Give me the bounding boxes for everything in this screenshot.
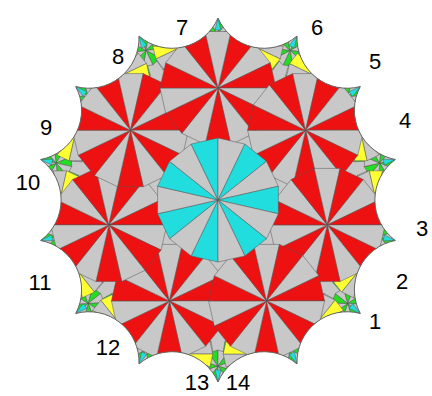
yellow-fan bbox=[176, 17, 189, 46]
callout-number: 5 bbox=[369, 51, 381, 73]
yellow-fan bbox=[290, 53, 317, 77]
red-fan bbox=[133, 301, 169, 358]
yellow-fan bbox=[376, 171, 395, 200]
yellow-fan bbox=[253, 354, 280, 378]
yellow-fan bbox=[360, 102, 379, 131]
yellow-fan bbox=[57, 269, 76, 298]
callout-number: 1 bbox=[369, 311, 381, 333]
red-fan bbox=[72, 130, 130, 155]
callout-number: 12 bbox=[96, 337, 120, 359]
red-fan bbox=[205, 32, 231, 89]
yellow-fan bbox=[298, 47, 317, 76]
ground bbox=[31, 13, 405, 387]
callout-number: 4 bbox=[399, 110, 411, 132]
yellow-fan bbox=[360, 269, 387, 292]
callout-number: 7 bbox=[176, 17, 188, 39]
yellow-fan bbox=[317, 64, 347, 77]
yellow-fan bbox=[247, 17, 260, 46]
cusp-spike bbox=[215, 18, 221, 30]
yellow-fan bbox=[49, 269, 76, 292]
callout-number: 11 bbox=[29, 272, 52, 294]
callout-number: 3 bbox=[416, 218, 428, 240]
yellow-fan bbox=[153, 354, 183, 367]
yellow-fan bbox=[253, 33, 283, 46]
red-fan bbox=[160, 88, 218, 113]
yellow-fan bbox=[360, 269, 379, 298]
yellow-fan bbox=[317, 324, 344, 348]
callout-number: 13 bbox=[185, 372, 209, 394]
callout-number: 8 bbox=[112, 46, 124, 68]
yellow-fan bbox=[253, 354, 272, 383]
yellow-fan bbox=[310, 324, 323, 353]
yellow-fan bbox=[376, 200, 403, 224]
red-fan bbox=[267, 301, 303, 358]
yellow-fan bbox=[310, 47, 323, 76]
cusp-spike bbox=[215, 370, 221, 382]
yellow-fan bbox=[253, 23, 280, 47]
red-fan bbox=[327, 225, 385, 250]
callout-number: 14 bbox=[226, 372, 250, 394]
red-fan bbox=[51, 225, 109, 250]
yellow-fan bbox=[90, 324, 120, 337]
yellow-fan bbox=[376, 200, 406, 213]
yellow-fan bbox=[33, 200, 60, 224]
cusp-spike bbox=[139, 36, 147, 48]
yellow-fan bbox=[317, 324, 336, 353]
yellow-fan bbox=[156, 354, 183, 378]
cusp-spike bbox=[139, 352, 147, 364]
callout-number: 6 bbox=[311, 17, 323, 39]
yellow-fan bbox=[317, 53, 344, 77]
yellow-fan bbox=[376, 177, 403, 201]
green-fan bbox=[76, 304, 89, 319]
red-fan bbox=[218, 63, 276, 88]
yellow-fan bbox=[49, 108, 76, 131]
tiling-group bbox=[30, 13, 406, 387]
yellow-fan bbox=[57, 102, 76, 131]
callout-number: 10 bbox=[16, 172, 40, 194]
callout-number: 9 bbox=[40, 117, 52, 139]
red-fan bbox=[267, 276, 325, 301]
cusp-spike bbox=[289, 352, 297, 364]
green-fan bbox=[348, 81, 361, 96]
yellow-fan bbox=[30, 200, 60, 213]
yellow-fan bbox=[223, 354, 253, 367]
callout-number: 2 bbox=[396, 271, 408, 293]
yellow-fan bbox=[253, 354, 283, 367]
yellow-fan bbox=[317, 324, 347, 337]
yellow-fan bbox=[360, 118, 390, 131]
yellow-fan bbox=[317, 47, 336, 76]
yellow-fan bbox=[376, 187, 406, 200]
boundary bbox=[41, 18, 396, 382]
yellow-fan bbox=[253, 17, 272, 46]
red-fan bbox=[209, 301, 267, 326]
yellow-fan bbox=[360, 108, 387, 131]
yellow-fan bbox=[360, 269, 390, 282]
cyan-fan bbox=[218, 200, 245, 262]
cusp-spike bbox=[289, 36, 297, 48]
red-fan bbox=[248, 130, 306, 155]
yellow-fan bbox=[183, 354, 213, 367]
yellow-fan bbox=[49, 131, 76, 155]
cyan-fan bbox=[191, 138, 218, 200]
yellow-fan bbox=[164, 354, 183, 383]
